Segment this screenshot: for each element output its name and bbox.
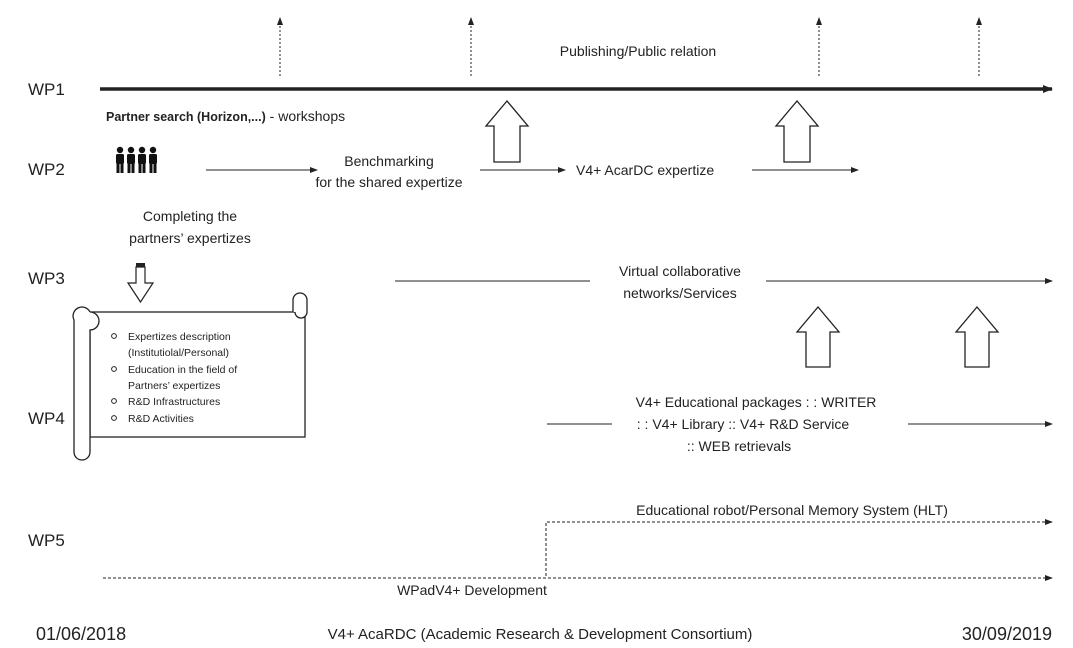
hollow-up-arrow — [954, 305, 1000, 368]
start-date: 01/06/2018 — [36, 624, 126, 644]
wpad-label: WPadV4+ Development — [397, 582, 547, 598]
wp4-line2: : : V4+ Library :: V4+ R&D Service — [637, 416, 850, 432]
benchmarking-line2: for the shared expertize — [315, 174, 462, 190]
acardc-expertize-label: V4+ AcarDC expertize — [576, 162, 714, 178]
public-relation-arrows — [277, 17, 982, 76]
scroll-item: (Institutiolal/Personal) — [128, 347, 229, 359]
completing-line2: partners’ expertizes — [129, 230, 251, 246]
virtual-networks-line1: Virtual collaborative — [619, 263, 741, 279]
consortium-label: V4+ AcaRDC (Academic Research & Developm… — [328, 626, 753, 643]
partner-search-bold: Partner search (Horizon,...) — [106, 110, 266, 124]
wp2-label: WP2 — [28, 160, 65, 179]
partner-search-rest: - workshops — [266, 108, 345, 124]
scroll-shape — [72, 292, 308, 461]
virtual-networks-line2: networks/Services — [623, 285, 737, 301]
scroll-item: Expertizes description — [128, 331, 231, 343]
hollow-up-arrow — [484, 99, 530, 163]
scroll-item: Education in the field of — [128, 364, 237, 376]
robot-label: Educational robot/Personal Memory System… — [636, 502, 948, 518]
wp3-label: WP3 — [28, 269, 65, 288]
wp5-dashed-arrow — [545, 519, 1053, 576]
benchmarking-line1: Benchmarking — [344, 153, 434, 169]
scroll-bullets — [111, 333, 117, 421]
end-date: 30/09/2019 — [962, 624, 1052, 644]
hollow-down-arrow — [126, 266, 155, 304]
scroll-item: Partners’ expertizes — [128, 380, 220, 392]
people-icon — [116, 146, 157, 173]
wp4-label: WP4 — [28, 409, 65, 428]
wp4-line1: V4+ Educational packages : : WRITER — [636, 394, 877, 410]
wp5-label: WP5 — [28, 531, 65, 550]
scroll-item: R&D Infrastructures — [128, 396, 220, 408]
wp1-label: WP1 — [28, 80, 65, 99]
scroll-item: R&D Activities — [128, 413, 194, 425]
partner-search-label: Partner search (Horizon,...) - workshops — [106, 108, 345, 124]
hollow-up-arrow — [795, 305, 841, 368]
down-arrow-cap — [136, 263, 145, 267]
public-relation-label: Publishing/Public relation — [560, 43, 716, 59]
hollow-up-arrow — [774, 99, 820, 163]
wp4-line3: :: WEB retrievals — [687, 438, 791, 454]
completing-line1: Completing the — [143, 208, 237, 224]
